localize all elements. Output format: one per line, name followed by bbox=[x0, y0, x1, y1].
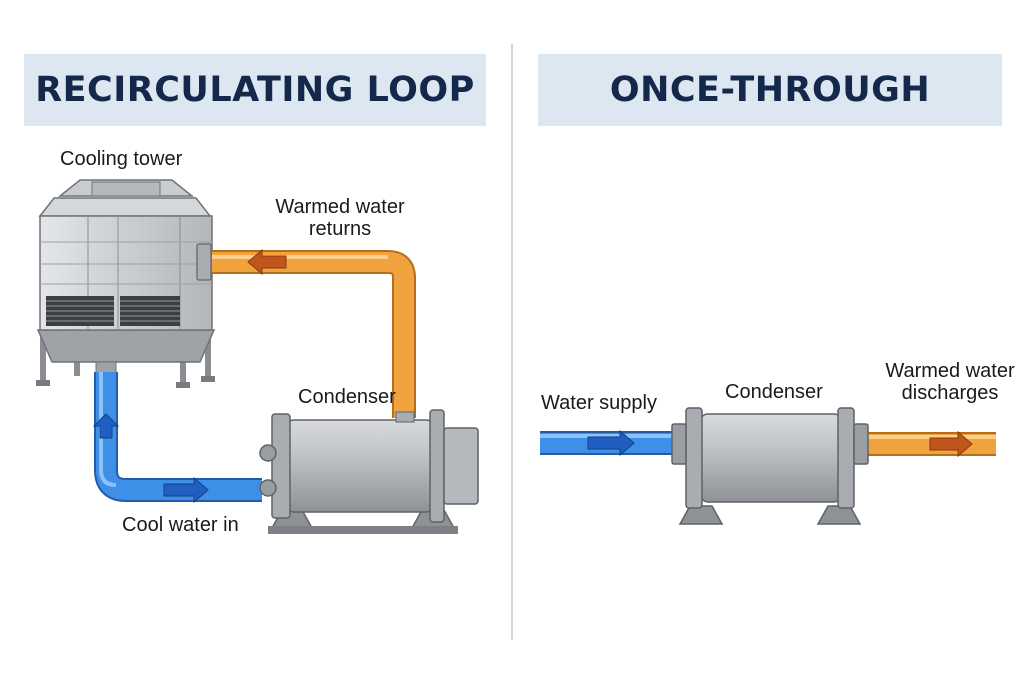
once-through-header: ONCE-THROUGH bbox=[538, 54, 1002, 126]
condenser-recirculating bbox=[259, 409, 479, 534]
panel-divider bbox=[511, 44, 513, 640]
cooling-tower-label: Cooling tower bbox=[60, 148, 183, 170]
warmed-water-discharges-label: Warmed water discharges bbox=[880, 360, 1020, 404]
cooling-tower bbox=[36, 179, 216, 388]
water-supply-label: Water supply bbox=[541, 392, 657, 414]
cool-water-in-label: Cool water in bbox=[122, 514, 239, 536]
warmed-water-returns-label: Warmed water returns bbox=[262, 196, 418, 240]
warm-water-pipe bbox=[212, 250, 416, 418]
warmed-water-discharges-line-1: Warmed water bbox=[885, 360, 1015, 382]
warmed-water-returns-line-1: Warmed water bbox=[275, 196, 405, 218]
recirculating-loop-title: RECIRCULATING LOOP bbox=[35, 70, 475, 110]
recirculating-loop-diagram bbox=[36, 179, 479, 534]
warmed-water-returns-line-2: returns bbox=[308, 218, 372, 240]
supply-right-arrow bbox=[587, 429, 635, 457]
recirculating-loop-header: RECIRCULATING LOOP bbox=[24, 54, 486, 126]
once-through-diagram bbox=[540, 407, 996, 525]
condenser-label-left: Condenser bbox=[298, 386, 396, 408]
warm-water-left-arrow bbox=[247, 248, 287, 276]
condenser-label-right: Condenser bbox=[725, 381, 823, 403]
once-through-title: ONCE-THROUGH bbox=[609, 70, 931, 110]
discharge-right-arrow bbox=[929, 430, 973, 458]
condenser-once-through bbox=[671, 407, 869, 525]
cool-water-right-arrow bbox=[163, 476, 209, 504]
warmed-water-discharges-line-2: discharges bbox=[901, 382, 999, 404]
cool-water-up-arrow bbox=[92, 413, 120, 439]
cool-water-pipe bbox=[94, 372, 262, 502]
